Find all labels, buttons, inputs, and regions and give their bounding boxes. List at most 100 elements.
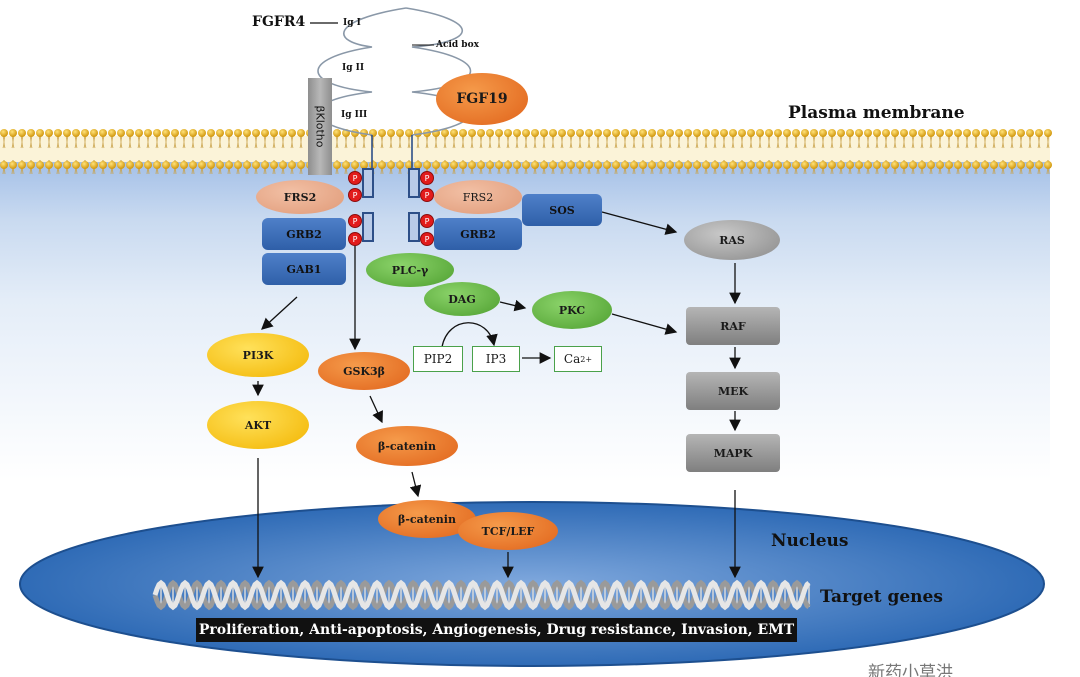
target-genes-label: Target genes <box>820 587 943 607</box>
lipid-head <box>378 129 386 137</box>
lipid-head <box>207 161 215 169</box>
lipid-head <box>504 161 512 169</box>
lipid-head <box>522 129 530 137</box>
dna-double-helix <box>152 579 811 611</box>
lipid-head <box>981 161 989 169</box>
lipid-head <box>108 129 116 137</box>
lipid-tail <box>389 135 393 149</box>
lipid-head <box>810 161 818 169</box>
lipid-head <box>189 129 197 137</box>
lipid-tail <box>38 135 42 149</box>
lipid-head <box>774 129 782 137</box>
ras: RAS <box>684 220 780 260</box>
lipid-head <box>486 161 494 169</box>
lipid-head <box>576 161 584 169</box>
lipid-head <box>270 129 278 137</box>
lipid-head <box>396 129 404 137</box>
lipid-head <box>603 161 611 169</box>
lipid-head <box>45 161 53 169</box>
lipid-tail <box>965 135 969 149</box>
lipid-head <box>387 129 395 137</box>
phospho-site: P <box>420 232 434 246</box>
lipid-head <box>702 161 710 169</box>
gsk3b: GSK3β <box>318 352 410 390</box>
lipid-head <box>450 129 458 137</box>
lipid-head <box>855 161 863 169</box>
frs2-left: FRS2 <box>256 180 344 214</box>
lipid-tail <box>929 135 933 149</box>
lipid-tail <box>263 135 267 149</box>
lipid-tail <box>11 135 15 149</box>
lipid-tail <box>335 135 339 149</box>
lipid-head <box>684 161 692 169</box>
lipid-head <box>261 161 269 169</box>
lipid-head <box>261 129 269 137</box>
lipid-head <box>432 161 440 169</box>
lipid-head <box>747 161 755 169</box>
grb2-left: GRB2 <box>262 218 346 250</box>
lipid-head <box>144 161 152 169</box>
lipid-head <box>333 129 341 137</box>
lipid-head <box>783 161 791 169</box>
lipid-head <box>1044 161 1052 169</box>
lipid-head <box>729 161 737 169</box>
lipid-tail <box>794 135 798 149</box>
lipid-head <box>378 161 386 169</box>
lipid-tail <box>884 135 888 149</box>
receptor-tm-right-upper <box>408 168 420 198</box>
lipid-tail <box>668 135 672 149</box>
lipid-tail <box>479 135 483 149</box>
lipid-head <box>711 161 719 169</box>
lipid-tail <box>524 135 528 149</box>
plasma-membrane-bilayer <box>0 129 1052 175</box>
lipid-head <box>846 129 854 137</box>
lipid-tail <box>767 135 771 149</box>
lipid-head <box>270 161 278 169</box>
lipid-head <box>918 161 926 169</box>
lipid-head <box>72 161 80 169</box>
lipid-head <box>126 161 134 169</box>
lipid-head <box>810 129 818 137</box>
lipid-tail <box>56 135 60 149</box>
beta-klotho: βKlotho <box>308 78 332 175</box>
lipid-tail <box>398 135 402 149</box>
lipid-tail <box>974 135 978 149</box>
lipid-head <box>288 161 296 169</box>
lipid-head <box>540 161 548 169</box>
lipid-head <box>558 161 566 169</box>
lipid-head <box>693 129 701 137</box>
lipid-head <box>756 161 764 169</box>
lipid-head <box>792 129 800 137</box>
lipid-head <box>765 129 773 137</box>
lipid-head <box>513 161 521 169</box>
lipid-tail <box>983 135 987 149</box>
lipid-tail <box>992 135 996 149</box>
lipid-tail <box>641 135 645 149</box>
lipid-head <box>675 129 683 137</box>
lipid-tail <box>416 135 420 149</box>
lipid-head <box>891 129 899 137</box>
lipid-head <box>252 161 260 169</box>
lipid-head <box>549 161 557 169</box>
lipid-tail <box>353 135 357 149</box>
lipid-head <box>36 129 44 137</box>
lipid-tail <box>542 135 546 149</box>
lipid-tail <box>1037 135 1041 149</box>
lipid-tail <box>956 135 960 149</box>
phospho-site: P <box>420 214 434 228</box>
lipid-head <box>729 129 737 137</box>
lipid-head <box>468 129 476 137</box>
lipid-head <box>774 161 782 169</box>
lipid-tail <box>560 135 564 149</box>
lipid-tail <box>344 135 348 149</box>
lipid-head <box>1035 161 1043 169</box>
lipid-head <box>459 129 467 137</box>
lipid-tail <box>83 135 87 149</box>
lipid-tail <box>290 135 294 149</box>
lipid-head <box>927 161 935 169</box>
lipid-head <box>603 129 611 137</box>
lipid-head <box>639 161 647 169</box>
lipid-head <box>891 161 899 169</box>
lipid-head <box>18 161 26 169</box>
